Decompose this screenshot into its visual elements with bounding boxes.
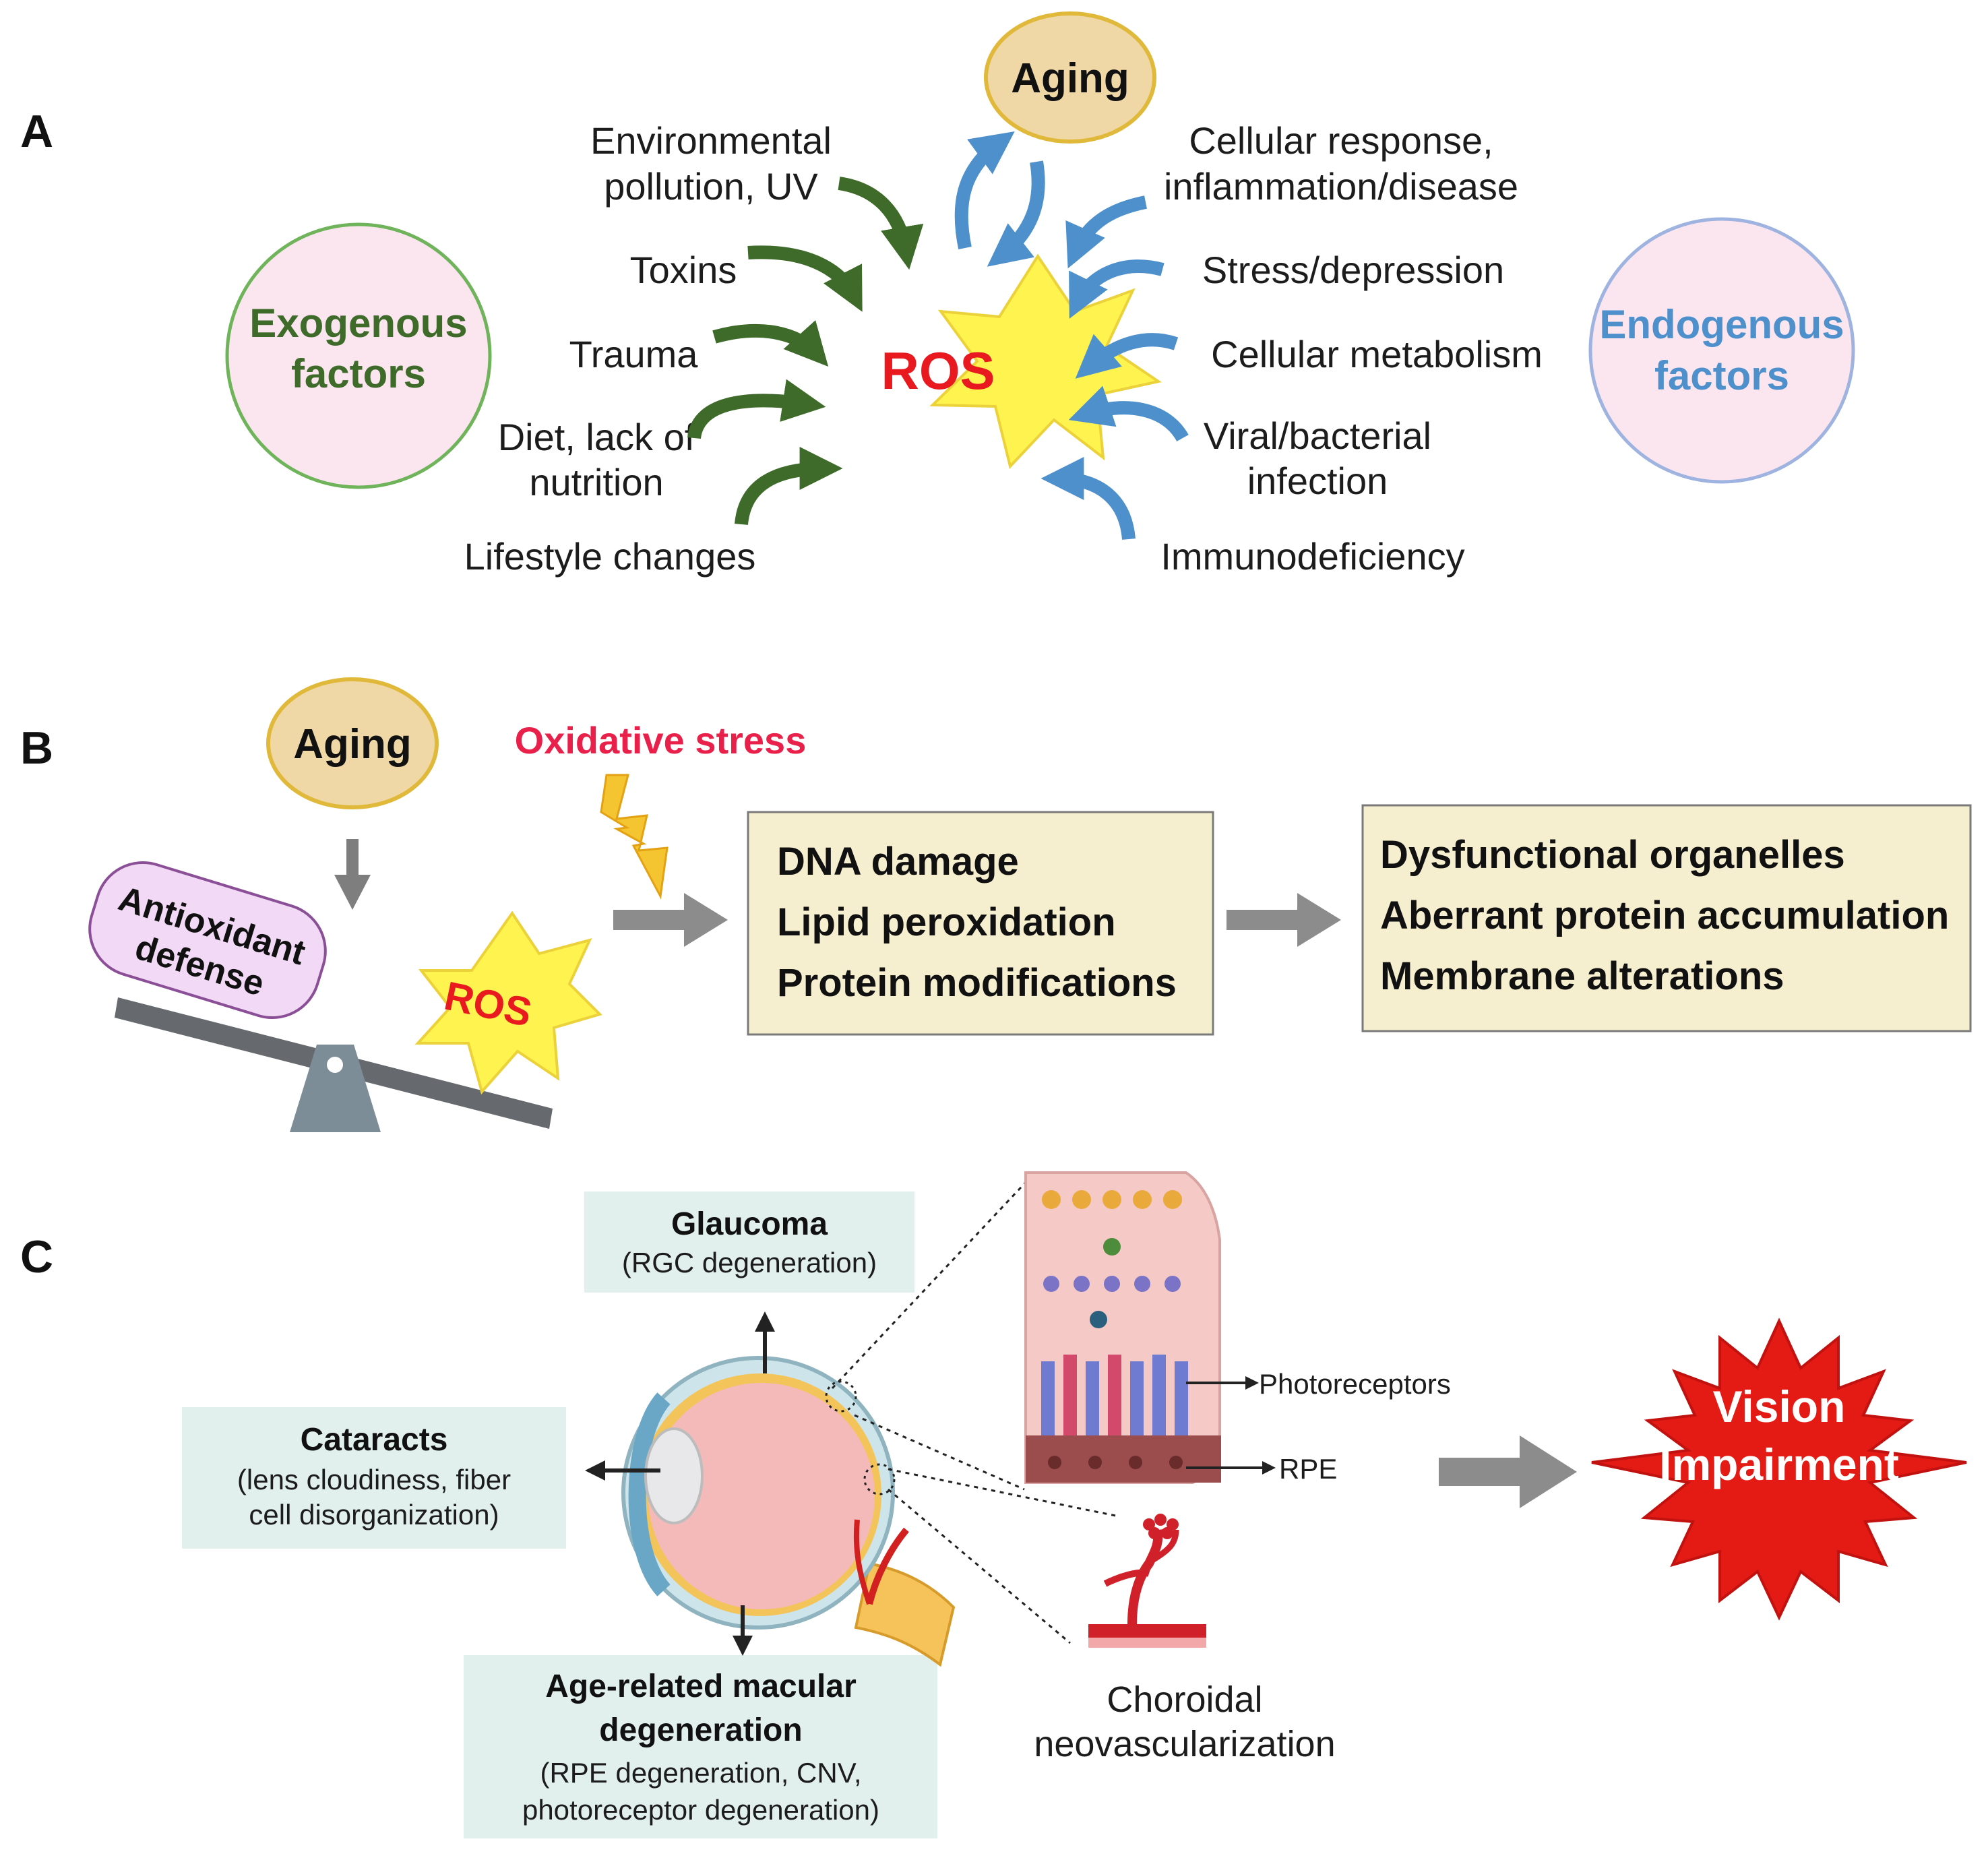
amd-sub2: photoreceptor degeneration) [522, 1794, 879, 1826]
exo-item-environmental-line1: Environmental [590, 119, 832, 162]
arrow-to-vision [1439, 1435, 1577, 1508]
vision-line2: Impairment [1659, 1439, 1899, 1489]
exo-arrow-environmental [838, 177, 924, 270]
endogenous-line2: factors [1654, 353, 1789, 398]
ros-burst-a: ROS [881, 253, 1162, 470]
endo-item-cellular-response-line2: inflammation/disease [1164, 165, 1518, 208]
eye-arrows [585, 1311, 775, 1656]
endo-item-immunodeficiency: Immunodeficiency [1160, 535, 1464, 578]
aging-cycle-arrow-down [987, 160, 1045, 267]
exogenous-line2: factors [291, 351, 426, 396]
endo-item-infection-line2: infection [1247, 460, 1388, 502]
cataracts-sub2: cell disorganization) [249, 1499, 499, 1530]
photoreceptors-label: Photoreceptors [1259, 1368, 1451, 1400]
aging-cycle-arrow-up [954, 131, 1015, 250]
exo-arrow-toxins [747, 245, 863, 312]
cnv-label-line2: neovascularization [1034, 1724, 1335, 1764]
aging-ellipse-a: Aging [984, 11, 1156, 144]
ros-label-a: ROS [881, 341, 995, 400]
rpe-label: RPE [1279, 1453, 1337, 1485]
damage-protein: Protein modifications [777, 961, 1177, 1005]
glaucoma-title: Glaucoma [671, 1206, 828, 1242]
endo-arrow-cellular-response [1065, 195, 1148, 269]
aging-ellipse-b: Aging [266, 677, 439, 809]
eye-illustration [621, 1356, 956, 1667]
oxidative-stress-label: Oxidative stress [515, 719, 807, 762]
damage-lipid: Lipid peroxidation [777, 900, 1116, 944]
exo-item-trauma: Trauma [569, 333, 699, 375]
endo-item-stress: Stress/depression [1202, 249, 1504, 291]
retina-section-illustration [1024, 1171, 1221, 1484]
vision-impairment-burst: Vision Impairment [1591, 1318, 1967, 1621]
lightning-bolt-icon [600, 774, 669, 900]
exogenous-factors-circle: Exogenous factors [225, 222, 492, 489]
amd-box: Age-related macular degeneration (RPE de… [464, 1655, 937, 1838]
endo-arrow-immunodeficiency [1040, 457, 1136, 540]
amd-title1: Age-related macular [545, 1669, 857, 1704]
cnv-illustration [1088, 1514, 1206, 1648]
cataracts-box: Cataracts (lens cloudiness, fiber cell d… [182, 1407, 566, 1549]
panel-label-b: B [20, 722, 53, 774]
cataracts-title: Cataracts [301, 1422, 448, 1458]
endo-arrow-metabolism [1075, 333, 1179, 379]
vision-line1: Vision [1713, 1382, 1846, 1431]
exo-item-diet-line2: nutrition [529, 461, 663, 503]
endo-item-metabolism: Cellular metabolism [1211, 333, 1543, 375]
outcome-organelles: Dysfunctional organelles [1380, 833, 1845, 877]
outcome-membrane: Membrane alterations [1380, 954, 1784, 998]
panel-label-c: C [20, 1231, 53, 1282]
endogenous-factors-circle: Endogenous factors [1588, 217, 1855, 484]
arrow-to-damage-box [613, 893, 728, 947]
cataracts-sub1: (lens cloudiness, fiber [237, 1464, 511, 1495]
exo-item-toxins: Toxins [630, 249, 737, 291]
outcome-box: Dysfunctional organelles Aberrant protei… [1361, 804, 1972, 1032]
damage-dna: DNA damage [777, 840, 1019, 884]
exogenous-line1: Exogenous [249, 301, 467, 346]
exo-arrow-lifestyle [735, 447, 843, 526]
exo-item-environmental-line2: pollution, UV [604, 165, 818, 208]
glaucoma-sub: (RGC degeneration) [622, 1247, 877, 1278]
exo-item-lifestyle: Lifestyle changes [464, 535, 756, 578]
endo-item-cellular-response-line1: Cellular response, [1189, 119, 1493, 162]
ros-burst-b: ROS [414, 910, 602, 1095]
endo-arrow-infection [1068, 385, 1189, 442]
endogenous-line1: Endogenous [1599, 302, 1844, 347]
cnv-label-line1: Choroidal [1107, 1679, 1262, 1720]
endo-arrow-stress [1069, 259, 1164, 319]
outcome-protein-accumulation: Aberrant protein accumulation [1380, 894, 1949, 937]
exo-arrow-trauma [712, 320, 829, 367]
panel-label-a: A [20, 106, 53, 157]
aging-label-b: Aging [293, 721, 412, 768]
exo-item-diet-line1: Diet, lack of [498, 416, 695, 458]
balance-scale [115, 997, 553, 1132]
amd-sub1: (RPE degeneration, CNV, [540, 1757, 861, 1789]
endo-item-infection-line1: Viral/bacterial [1204, 414, 1431, 457]
antioxidant-defense-pill: Antioxidant defense [88, 861, 327, 1020]
damage-box: DNA damage Lipid peroxidation Protein mo… [747, 811, 1214, 1036]
exo-arrow-diet [687, 379, 826, 439]
glaucoma-box: Glaucoma (RGC degeneration) [584, 1191, 914, 1293]
aging-down-arrow [334, 839, 371, 910]
zoom-lines [831, 1177, 1119, 1644]
arrow-to-outcome-box [1226, 893, 1341, 947]
aging-label-a: Aging [1011, 55, 1129, 102]
amd-title2: degeneration [599, 1712, 802, 1748]
